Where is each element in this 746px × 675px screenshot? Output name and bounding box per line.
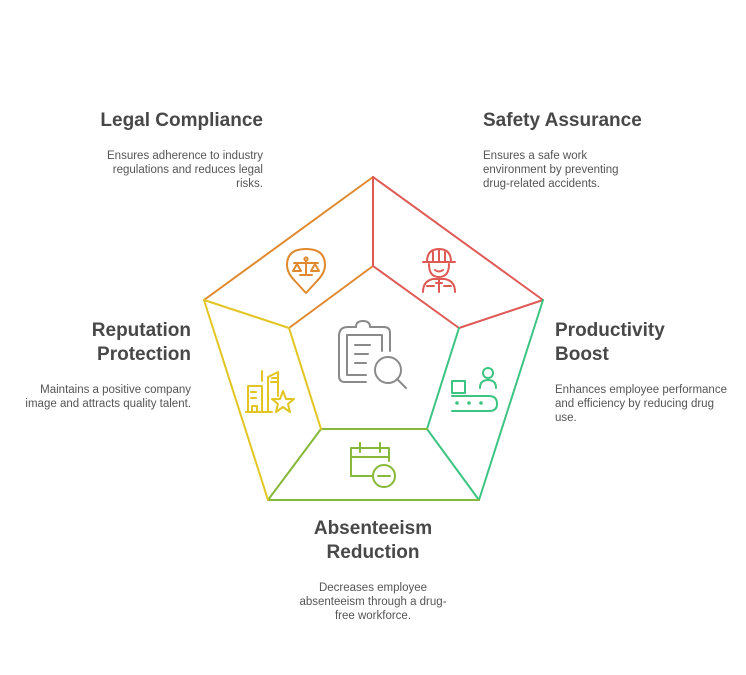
safety-assurance-block: Safety Assurance Ensures a safe work env… [483,109,683,191]
productivity-title-line-2: Boost [555,344,609,365]
calendar-minus-icon [350,442,396,488]
absenteeism-reduction-block: Absenteeism Reduction Decreases employee… [283,517,463,623]
reputation-protection-title: Reputation Protection [20,319,191,367]
legal-compliance-description: Ensures adherence to industry regulation… [107,150,263,190]
absenteeism-title-line-1: Absenteeism [313,518,433,539]
productivity-boost-description: Enhances employee performance and effici… [555,384,727,424]
safety-assurance-description: Ensures a safe work environment by preve… [483,150,619,190]
reputation-title-line-2: Protection [97,344,191,365]
productivity-title-line-1: Productivity [555,320,665,341]
construction-worker-icon [422,248,456,293]
scales-pin-icon [286,248,326,294]
reputation-title-line-1: Reputation [91,320,191,341]
segment-absenteeism-reduction [267,428,480,501]
reputation-protection-block: Reputation Protection Maintains a positi… [20,319,191,411]
segment-productivity-boost [426,299,544,501]
conveyor-worker-icon [451,367,498,412]
clipboard-search-icon [338,320,407,389]
absenteeism-title-line-2: Reduction [326,542,420,563]
segment-safety-assurance [372,176,544,329]
buildings-star-icon [245,370,295,413]
productivity-boost-block: Productivity Boost Enhances employee per… [555,319,730,425]
segment-legal-compliance [203,176,374,329]
legal-compliance-block: Legal Compliance Ensures adherence to in… [70,109,263,191]
safety-assurance-title: Safety Assurance [483,110,642,131]
reputation-protection-description: Maintains a positive company image and a… [25,384,191,410]
absenteeism-reduction-description: Decreases employee absenteeism through a… [299,582,447,622]
productivity-boost-title: Productivity Boost [555,319,730,367]
segment-reputation-protection [203,299,322,501]
absenteeism-reduction-title: Absenteeism Reduction [283,517,463,565]
legal-compliance-title: Legal Compliance [100,110,263,131]
